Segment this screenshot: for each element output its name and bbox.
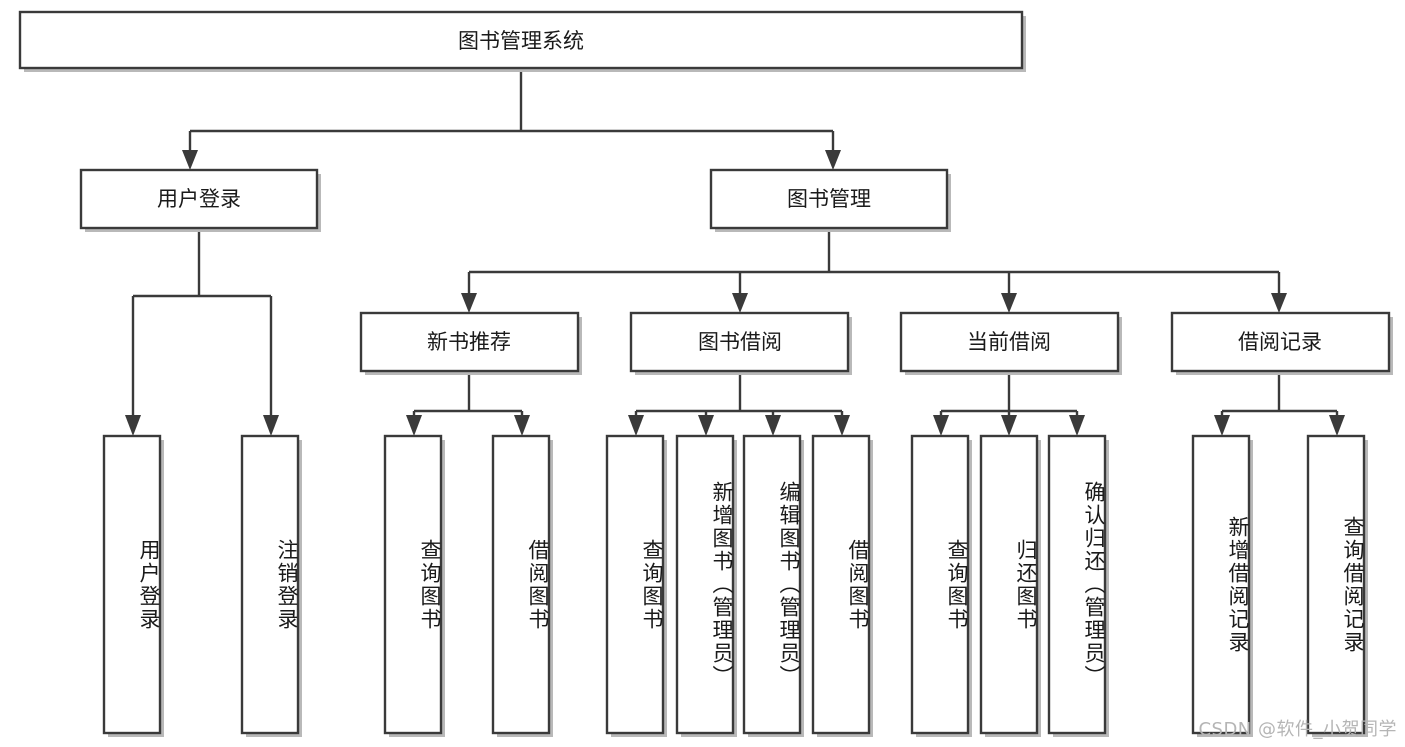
csdn-watermark: CSDN @软件_小贺同学 [1198,719,1397,740]
arrow-bm-c1 [461,293,477,313]
node-root-label: 图书管理系统 [458,29,584,53]
arrow-cb-l3 [1069,415,1085,436]
arrow-br-l2 [1329,415,1345,436]
arrow-bb-l2 [698,415,714,436]
leaf-confirm-return-admin[interactable] [1047,434,1109,737]
node-user-login-label: 用户登录 [157,187,241,211]
connector-group [125,68,1345,436]
arrow-root-to-user-login [182,150,198,170]
arrow-bb-l4 [834,415,850,436]
arrow-cb-l1 [933,415,949,436]
arrow-bm-c4 [1271,293,1287,313]
arrow-bm-c3 [1001,293,1017,313]
leaf-query-book-1[interactable] [383,434,445,737]
node-new-book-recommend-label: 新书推荐 [427,330,511,354]
arrow-root-to-book-manage [825,150,841,170]
arrow-cb-l2 [1001,415,1017,436]
node-current-borrow[interactable]: 当前借阅 [899,311,1122,375]
arrow-bb-l1 [628,415,644,436]
node-book-manage[interactable]: 图书管理 [709,168,951,232]
leaf-add-book-admin[interactable] [675,434,737,737]
leaf-user-login[interactable] [102,434,164,737]
node-user-login[interactable]: 用户登录 [79,168,321,232]
node-book-manage-label: 图书管理 [787,187,871,211]
arrow-bm-c2 [732,293,748,313]
leaf-borrow-book-2[interactable] [811,434,873,737]
node-root[interactable]: 图书管理系统 [18,10,1026,72]
arrow-br-l1 [1214,415,1230,436]
arrow-nbr-l1 [406,415,422,436]
arrow-user-login-l2 [263,415,279,436]
arrow-bb-l3 [765,415,781,436]
arrow-user-login-l1 [125,415,141,436]
node-current-borrow-label: 当前借阅 [967,330,1051,354]
leaf-borrow-book-1[interactable] [491,434,553,737]
leaf-return-book[interactable] [979,434,1041,737]
node-borrow-record-label: 借阅记录 [1238,330,1322,354]
leaf-logout-login[interactable] [240,434,302,737]
node-borrow-record[interactable]: 借阅记录 [1170,311,1393,375]
leaf-query-book-2[interactable] [605,434,667,737]
leaf-add-borrow-record[interactable] [1191,434,1253,737]
leaf-edit-book-admin[interactable] [742,434,804,737]
leaf-query-book-3[interactable] [910,434,972,737]
node-book-borrow[interactable]: 图书借阅 [629,311,852,375]
arrow-nbr-l2 [514,415,530,436]
node-book-borrow-label: 图书借阅 [698,330,782,354]
leaf-query-borrow-record[interactable] [1306,434,1368,737]
node-new-book-recommend[interactable]: 新书推荐 [359,311,582,375]
